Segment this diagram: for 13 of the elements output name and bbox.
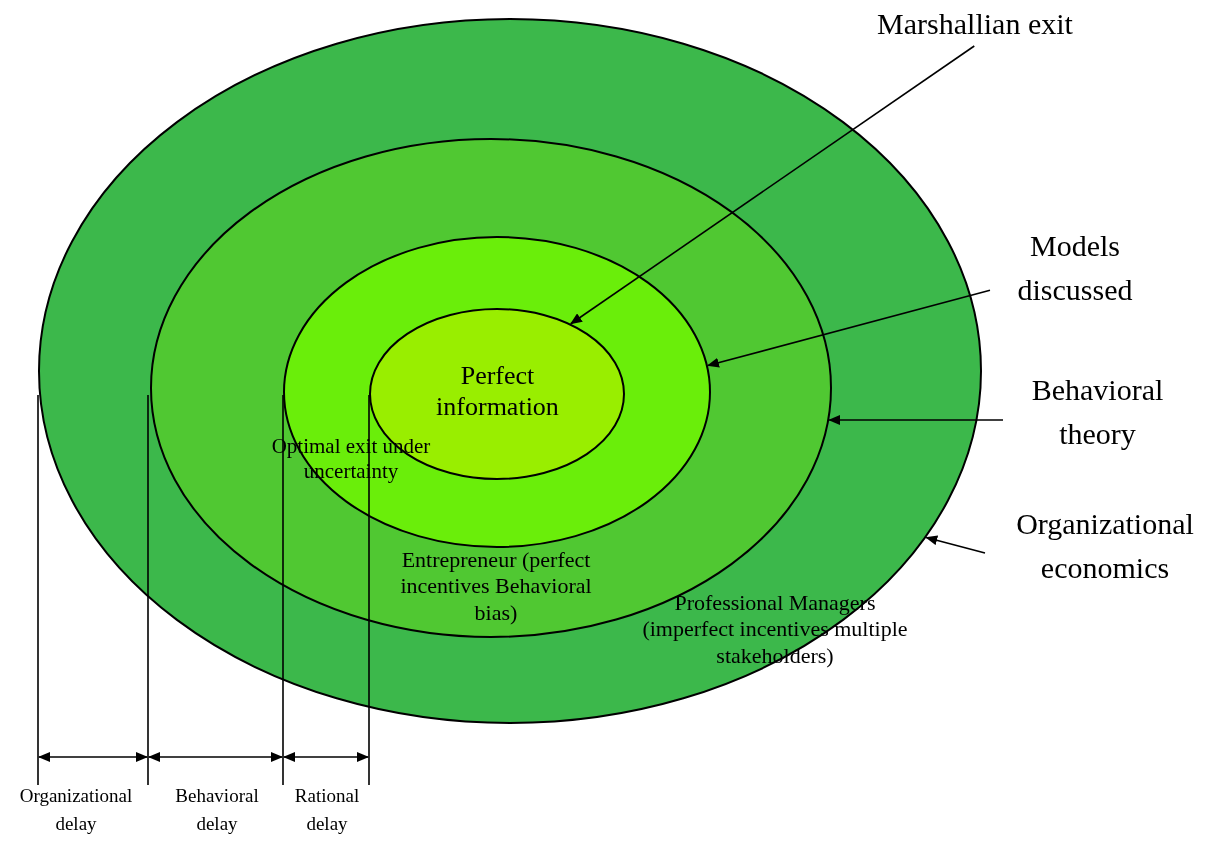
ring-label: Perfect information — [435, 360, 560, 423]
ring-label: Entrepreneur (perfect incentives Behavioral bias) — [399, 547, 593, 627]
arrow — [925, 535, 986, 554]
callout-text: Models discussed — [990, 224, 1160, 311]
arrow — [570, 45, 976, 325]
dimension-label: Rational delay — [293, 784, 361, 836]
callout-text: Organizational economics — [980, 502, 1225, 589]
arrow — [828, 415, 1004, 425]
callout-text: Behavioral theory — [1000, 368, 1195, 455]
dimension-label: Behavioral delay — [174, 784, 260, 836]
callout-text: Marshallian exit — [830, 2, 1120, 46]
arrow — [706, 289, 991, 368]
dimension-label: Organizational delay — [18, 784, 134, 836]
